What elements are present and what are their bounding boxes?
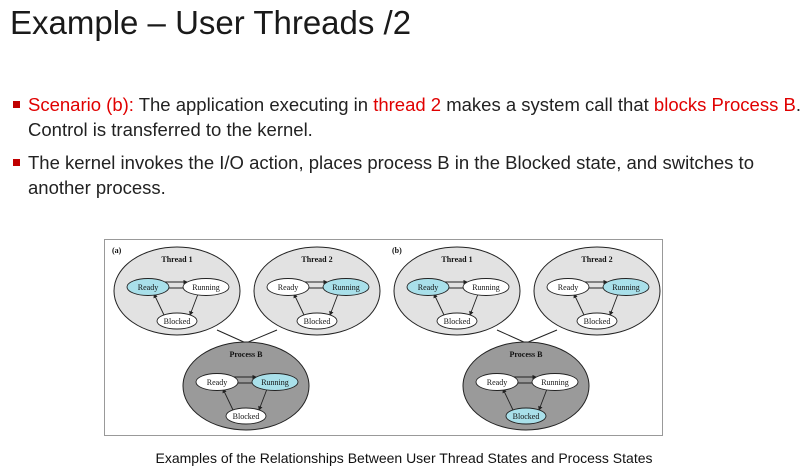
process-b-title: Process B xyxy=(510,350,544,359)
transition-arrow xyxy=(469,293,479,316)
bullet-segment: thread 2 xyxy=(373,94,442,115)
thread-2-running-bubble xyxy=(602,278,650,296)
thread-1-running-bubble xyxy=(462,278,510,296)
thread-2-container xyxy=(533,246,661,336)
process-b-blocked-label: Blocked xyxy=(233,412,260,421)
thread-1-title: Thread 1 xyxy=(161,255,192,264)
transition-arrow xyxy=(538,388,548,411)
thread-2-blocked-label: Blocked xyxy=(304,317,331,326)
process-b-running-bubble xyxy=(251,373,299,391)
panel-label: (a) xyxy=(112,246,122,255)
process-b-ready-label: Ready xyxy=(207,378,227,387)
thread-1-ready-bubble xyxy=(406,278,450,296)
process-b-ready-label: Ready xyxy=(487,378,507,387)
transition-arrow xyxy=(573,293,585,316)
thread-1-container xyxy=(393,246,521,336)
process-b-ready-bubble xyxy=(195,373,239,391)
transition-arrow xyxy=(189,293,199,316)
bullet-list: Scenario (b): The application executing … xyxy=(8,92,803,208)
transition-arrow xyxy=(293,293,305,316)
process-b-blocked-bubble xyxy=(225,407,267,425)
process-b-ready-bubble xyxy=(475,373,519,391)
thread-1-blocked-label: Blocked xyxy=(444,317,471,326)
thread-1-blocked-bubble xyxy=(156,312,198,330)
process-b-running-label: Running xyxy=(261,378,289,387)
thread-2-title: Thread 2 xyxy=(581,255,612,264)
bullet-segment: The application executing in xyxy=(133,94,374,115)
thread-2-title: Thread 2 xyxy=(301,255,332,264)
process-b-blocked-label: Blocked xyxy=(513,412,540,421)
bullet-text: The kernel invokes the I/O action, place… xyxy=(28,152,754,198)
transition-arrow xyxy=(222,388,234,411)
bullet-item: Scenario (b): The application executing … xyxy=(8,92,803,142)
thread-2-ready-label: Ready xyxy=(278,283,298,292)
thread-1-running-bubble xyxy=(182,278,230,296)
transition-arrow xyxy=(609,293,619,316)
bullet-segment: Scenario (b): xyxy=(28,94,134,115)
slide-title: Example – User Threads /2 xyxy=(10,4,412,41)
thread-1-ready-label: Ready xyxy=(418,283,438,292)
thread-1-ready-label: Ready xyxy=(138,283,158,292)
bullet-segment: makes a system call that xyxy=(441,94,654,115)
process-b-running-bubble xyxy=(531,373,579,391)
bullet-segment: . Control is transferred to the kernel. xyxy=(28,94,801,140)
process-b-container xyxy=(462,341,590,431)
transition-arrow xyxy=(502,388,514,411)
thread-1-ready-bubble xyxy=(126,278,170,296)
thread-2-running-label: Running xyxy=(332,283,360,292)
bullet-segment: The kernel invokes the I/O action, place… xyxy=(28,152,754,198)
transition-arrow xyxy=(258,388,268,411)
figure-caption: Examples of the Relationships Between Us… xyxy=(155,450,653,466)
process-b-blocked-bubble xyxy=(505,407,547,425)
thread-1-running-label: Running xyxy=(192,283,220,292)
thread-2-blocked-bubble xyxy=(576,312,618,330)
bullet-square-icon xyxy=(13,159,20,166)
thread-2-running-bubble xyxy=(322,278,370,296)
thread-2-blocked-label: Blocked xyxy=(584,317,611,326)
process-b-running-label: Running xyxy=(541,378,569,387)
bullet-square-icon xyxy=(13,101,20,108)
thread-2-ready-bubble xyxy=(266,278,310,296)
thread-2-container xyxy=(253,246,381,336)
thread-1-container xyxy=(113,246,241,336)
connector-line xyxy=(525,329,558,344)
bullet-text: Scenario (b): The application executing … xyxy=(28,94,801,140)
thread-1-blocked-bubble xyxy=(436,312,478,330)
thread-2-ready-label: Ready xyxy=(558,283,578,292)
connector-line xyxy=(216,329,247,344)
thread-2-ready-bubble xyxy=(546,278,590,296)
bullet-item: The kernel invokes the I/O action, place… xyxy=(8,150,803,200)
process-b-title: Process B xyxy=(230,350,264,359)
connector-line xyxy=(496,329,527,344)
connector-line xyxy=(245,329,278,344)
process-b-container xyxy=(182,341,310,431)
bullet-segment: blocks Process B xyxy=(653,94,796,115)
transition-arrow xyxy=(153,293,165,316)
transition-arrow xyxy=(329,293,339,316)
thread-2-running-label: Running xyxy=(612,283,640,292)
thread-1-running-label: Running xyxy=(472,283,500,292)
thread-1-title: Thread 1 xyxy=(441,255,472,264)
thread-1-blocked-label: Blocked xyxy=(164,317,191,326)
panel-label: (b) xyxy=(392,246,402,255)
thread-2-blocked-bubble xyxy=(296,312,338,330)
transition-arrow xyxy=(433,293,445,316)
